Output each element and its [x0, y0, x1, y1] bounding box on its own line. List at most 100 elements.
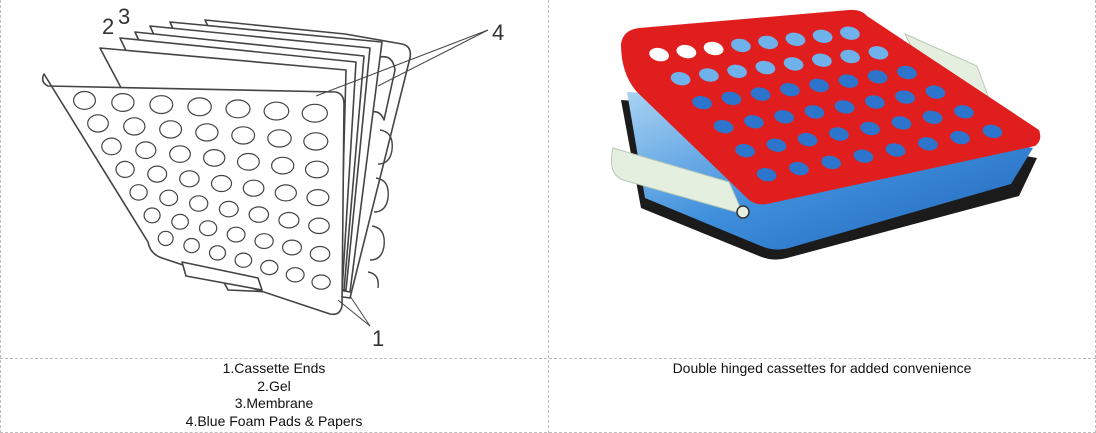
red-plate-hole [950, 130, 970, 145]
red-plate-hole [703, 41, 724, 56]
cassette-hole [171, 213, 190, 230]
caption-double-hinged: Double hinged cassettes for added conven… [672, 360, 972, 376]
cassette-hole [157, 230, 174, 247]
red-plate-hole [735, 144, 755, 158]
red-plate-hole [809, 78, 829, 93]
left-caption: 1.Cassette Ends 2.Gel 3.Membrane 4.Blue … [0, 360, 548, 430]
caption-line-membrane: 3.Membrane [234, 395, 314, 411]
red-plate-hole [897, 65, 917, 80]
cassette-hole [135, 141, 157, 160]
cassette-hole [263, 101, 290, 121]
cassette-hole [169, 145, 191, 164]
cassette-hole [123, 117, 146, 136]
cassette-hole [143, 207, 161, 224]
cassette-holes [72, 90, 331, 290]
red-plate-hole [783, 57, 804, 71]
cassette-hole [202, 148, 226, 167]
caption-line-cassette-ends: 1.Cassette Ends [222, 360, 326, 376]
cassette-hole [129, 184, 148, 201]
red-plate-hole [755, 60, 776, 75]
red-plate-hole [780, 83, 800, 97]
cassette-hole [183, 237, 200, 254]
cassette-hole [304, 160, 329, 179]
red-plate-hole [774, 110, 794, 124]
red-plate-hole [756, 168, 777, 182]
red-plate-hole [766, 138, 787, 152]
table-border-left [0, 0, 1, 433]
cassette-hole [72, 90, 96, 110]
cassette-hole [195, 123, 219, 142]
red-plate-hole [785, 32, 806, 46]
red-plate-hole [860, 121, 880, 136]
cassette-hole [111, 92, 135, 112]
red-plate-hole [834, 100, 855, 114]
red-plate-hole [868, 46, 889, 60]
cassette-hole [278, 211, 300, 229]
red-plate-hole [750, 87, 771, 101]
back-hinge [371, 55, 396, 121]
cassette-hole [225, 99, 251, 119]
red-plate-hole [812, 29, 833, 43]
cassette-hole [267, 129, 292, 148]
cassette-hole [285, 267, 305, 283]
red-plate-hole [885, 143, 906, 157]
cassette-hole [242, 179, 265, 197]
cassette-hole [311, 274, 331, 290]
cassette-hole [159, 120, 183, 139]
callout-label-1: 1 [372, 326, 384, 351]
red-plate-hole [982, 124, 1003, 139]
cassette-hole [231, 126, 256, 145]
red-plate-hole [865, 95, 885, 109]
red-plate-hole [840, 26, 860, 40]
cassette-hole [226, 226, 246, 243]
cassette-hole [210, 174, 233, 193]
red-plate-holes [649, 26, 1003, 182]
red-plate-hole [804, 105, 825, 119]
left-hinge-tab [610, 147, 744, 215]
cassette-line-art: 2 3 4 1 [41, 4, 504, 351]
cassette-hole [101, 137, 122, 156]
cassette-hole [159, 189, 179, 207]
red-plate-hole [789, 161, 809, 176]
cassette-hole [303, 132, 329, 151]
cassette-hole [187, 97, 212, 117]
cassette-hole [218, 200, 239, 218]
red-plate-hole [829, 127, 849, 141]
cassette-hole [309, 245, 331, 262]
red-plate-hole [812, 53, 832, 67]
cassette-hole [198, 220, 218, 237]
red-plate-hole [731, 38, 751, 53]
red-plate-hole [922, 110, 943, 124]
callout-label-3: 3 [118, 4, 130, 29]
red-cassette-plate [621, 9, 1041, 205]
callout-label-2: 2 [102, 14, 114, 39]
cassette-hole [179, 170, 200, 188]
cassette-hole [306, 189, 330, 207]
cassette-hole [87, 114, 109, 133]
red-plate-hole [954, 105, 974, 119]
cassette-hole [208, 245, 227, 261]
cassette-hole [301, 103, 328, 123]
hinged-cassette-photo [549, 0, 1095, 358]
red-plate-hole [699, 68, 719, 82]
red-plate-hole [891, 116, 912, 130]
red-plate-hole [895, 90, 915, 104]
red-plate-hole [840, 49, 860, 64]
cassette-hole [234, 252, 253, 268]
cassette-hole [271, 156, 295, 175]
cassette-hole [236, 152, 260, 171]
cassette-hole [147, 165, 168, 183]
cassette-hole [254, 233, 274, 250]
red-plate-hole [744, 115, 764, 129]
right-caption: Double hinged cassettes for added conven… [549, 360, 1095, 378]
hinge-loops [367, 129, 393, 289]
hinge-pin [736, 205, 750, 219]
cassette-hole [248, 206, 270, 223]
red-plate-hole [676, 44, 697, 59]
caption-line-foam-pads: 4.Blue Foam Pads & Papers [185, 412, 363, 429]
cassette-hole [274, 184, 297, 202]
red-plate-hole [649, 47, 669, 62]
cassette-hole [282, 239, 303, 256]
red-plate-hole [838, 74, 859, 88]
cassette-hole [260, 259, 279, 276]
